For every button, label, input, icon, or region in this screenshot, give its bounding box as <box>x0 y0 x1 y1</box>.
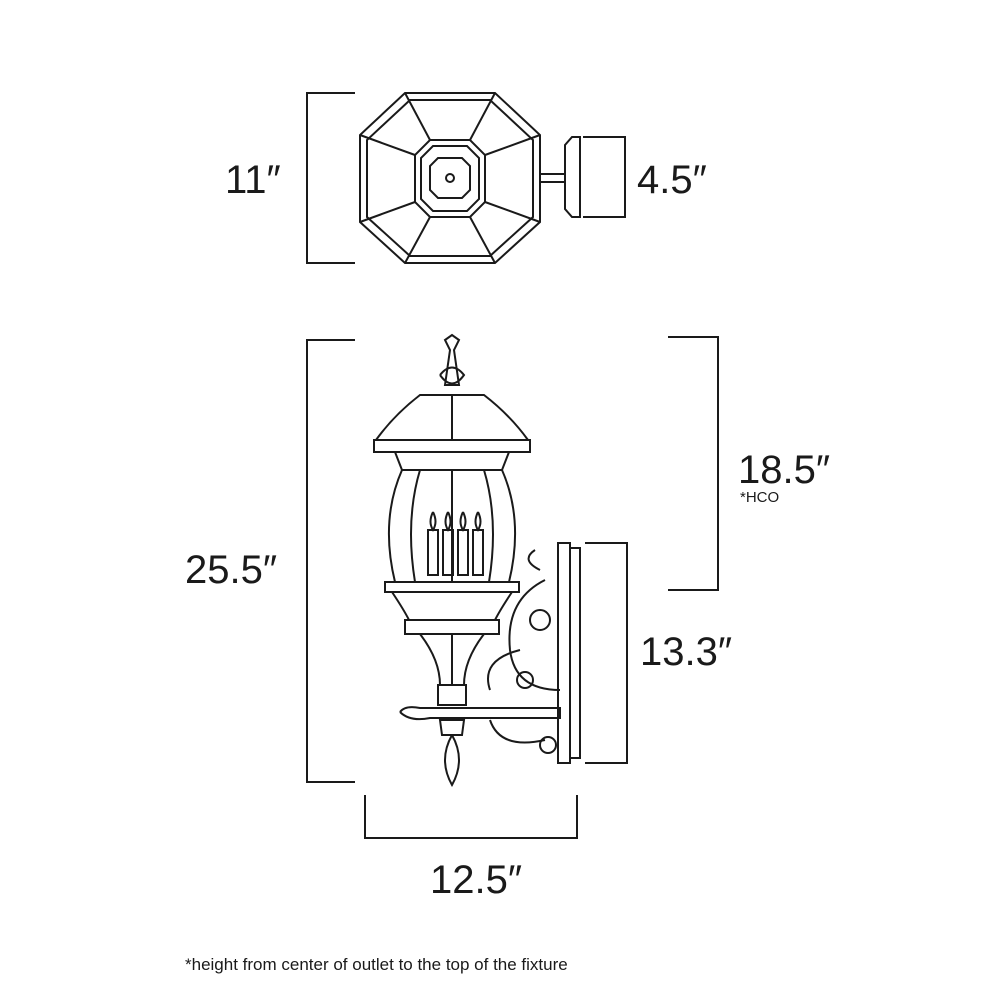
height-label: 25.5″ <box>185 548 278 592</box>
top-view-octagon <box>359 92 581 264</box>
backplate-height-label: 13.3″ <box>640 630 733 674</box>
depth-label: 11″ <box>225 158 281 202</box>
side-view-lantern <box>373 333 581 788</box>
width-label: 12.5″ <box>430 858 523 902</box>
hco-label: 18.5″ <box>738 448 831 492</box>
candles <box>427 511 484 576</box>
footnote: *height from center of outlet to the top… <box>185 955 568 974</box>
dimension-lines <box>306 92 719 839</box>
backplate-width-label: 4.5″ <box>637 158 707 202</box>
hco-marker: *HCO <box>740 489 780 506</box>
